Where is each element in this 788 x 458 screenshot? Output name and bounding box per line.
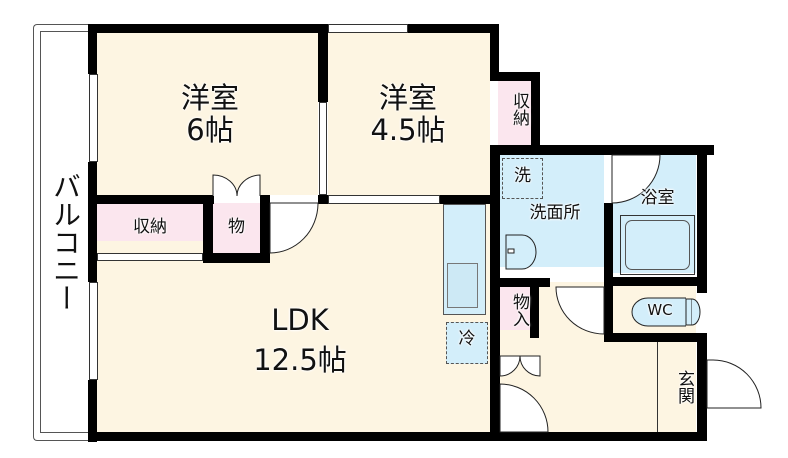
closet-mono bbox=[213, 203, 260, 253]
storage-mono-iri bbox=[500, 287, 530, 330]
bath-label: 浴室 bbox=[640, 188, 675, 208]
window bbox=[89, 74, 98, 162]
wall bbox=[88, 380, 97, 442]
bathtub-inner bbox=[625, 220, 690, 270]
balcony-inner-rail bbox=[40, 31, 95, 433]
entrance-label: 玄関 bbox=[674, 370, 694, 404]
wall bbox=[697, 145, 707, 293]
washer-area bbox=[502, 158, 543, 199]
wall bbox=[490, 24, 499, 81]
wall bbox=[490, 195, 500, 205]
window bbox=[319, 102, 327, 195]
fridge-label: 冷 bbox=[458, 329, 476, 349]
sink-icon bbox=[505, 234, 537, 270]
wall bbox=[260, 195, 270, 255]
wall bbox=[318, 195, 328, 204]
room-western-6-name: 洋室 bbox=[180, 81, 239, 115]
entrance-door-icon bbox=[706, 359, 762, 409]
closet-mono-label: 物 bbox=[228, 217, 245, 237]
room-ldk-size: 12.5帖 bbox=[253, 343, 347, 377]
wall bbox=[408, 24, 498, 33]
wall bbox=[490, 72, 531, 81]
entrance-divider bbox=[657, 342, 658, 432]
room-western-6 bbox=[97, 32, 318, 195]
door-swing-icon bbox=[499, 383, 549, 433]
storage-right-label: 収納 bbox=[509, 92, 529, 126]
door-swing-icon bbox=[269, 202, 319, 254]
wall bbox=[440, 195, 500, 204]
fridge-area bbox=[446, 322, 488, 364]
kitchen-sink bbox=[447, 263, 478, 308]
wall bbox=[604, 277, 707, 286]
door-swing-icon bbox=[499, 355, 541, 377]
wall bbox=[88, 432, 700, 441]
window bbox=[89, 282, 98, 380]
wall bbox=[500, 278, 550, 287]
storage-mono-iri-label: 物入 bbox=[509, 293, 529, 327]
wall bbox=[697, 333, 707, 441]
door-swing-icon bbox=[212, 174, 261, 197]
bathtub bbox=[620, 215, 695, 275]
wall bbox=[604, 333, 707, 342]
room-western-45 bbox=[328, 32, 490, 195]
storage-left bbox=[97, 203, 203, 241]
wall bbox=[203, 253, 270, 263]
storage-right bbox=[498, 81, 531, 145]
storage-left-label: 収納 bbox=[133, 217, 167, 237]
wall bbox=[490, 145, 500, 432]
door-swing-icon bbox=[611, 154, 661, 204]
wall bbox=[490, 145, 714, 155]
wall bbox=[88, 162, 97, 282]
wc-label: WC bbox=[647, 301, 673, 319]
wall bbox=[88, 24, 328, 33]
window bbox=[328, 195, 440, 204]
wall bbox=[203, 195, 213, 255]
washer-label: 洗 bbox=[514, 166, 531, 186]
balcony-label: バルコニー bbox=[49, 172, 82, 312]
door-swing-icon bbox=[555, 286, 605, 335]
sliding-door bbox=[97, 253, 203, 261]
room-ldk-name: LDK bbox=[271, 303, 329, 337]
room-western-6-size: 6帖 bbox=[186, 113, 234, 147]
wall bbox=[88, 195, 214, 204]
room-western-45-name: 洋室 bbox=[378, 81, 437, 115]
washroom-label: 洗面所 bbox=[529, 203, 581, 223]
wall bbox=[604, 203, 613, 342]
room-western-45-size: 4.5帖 bbox=[370, 113, 446, 147]
wall bbox=[530, 278, 539, 338]
window bbox=[328, 24, 408, 33]
wall bbox=[318, 24, 328, 102]
wall bbox=[531, 72, 540, 154]
toilet-icon bbox=[631, 297, 701, 327]
wall bbox=[88, 24, 97, 74]
